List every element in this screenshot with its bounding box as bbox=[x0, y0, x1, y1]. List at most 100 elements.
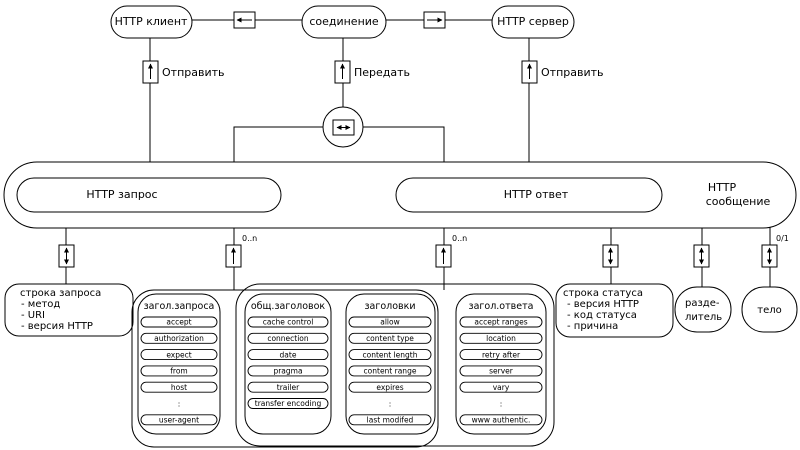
header-pill bbox=[348, 316, 432, 328]
connection-label: соединение bbox=[309, 15, 379, 28]
separator-bidir-box bbox=[693, 244, 710, 268]
header-pill bbox=[459, 365, 543, 377]
general-headers-group: общ.заголовок cache control connection dat… bbox=[244, 293, 332, 435]
http-request-label: HTTP запрос bbox=[86, 188, 157, 201]
header-pill bbox=[247, 398, 329, 409]
header-pill-label: allow bbox=[380, 318, 400, 327]
request-headers-pills: acceptauthorizationexpectfromhost:user-a… bbox=[140, 316, 218, 426]
request-headers-arrow-box bbox=[225, 244, 242, 268]
header-pill-label: transfer encoding bbox=[255, 399, 322, 408]
http-client-label: HTTP клиент bbox=[115, 15, 188, 28]
send-right-arrow-box bbox=[521, 60, 538, 84]
http-message-label-line1: HTTP bbox=[708, 181, 737, 194]
status-line-node bbox=[555, 283, 674, 338]
request-headers-title: загол.запроса bbox=[144, 301, 215, 312]
transfer-bracket-right bbox=[359, 126, 445, 178]
header-pill bbox=[459, 381, 543, 393]
http-message-label-line2: сообщение bbox=[706, 195, 771, 208]
http-server-label: HTTP сервер bbox=[497, 15, 569, 28]
header-pill bbox=[140, 349, 218, 361]
header-pill bbox=[348, 365, 432, 377]
send-left-label: Отправить bbox=[162, 66, 225, 79]
http-server-node bbox=[491, 5, 575, 39]
header-pill-label: content range bbox=[364, 367, 417, 376]
header-pill-label: location bbox=[486, 334, 516, 343]
separator-label-line1: разде- bbox=[685, 298, 720, 309]
general-headers-pills: cache control connection date pragma trailer… bbox=[247, 316, 329, 409]
status-line-item: - версия HTTP bbox=[567, 299, 639, 310]
header-pill-label: host bbox=[171, 383, 187, 392]
http-client-node bbox=[110, 5, 193, 39]
header-pill bbox=[140, 365, 218, 377]
http-response-label: HTTP ответ bbox=[504, 188, 569, 201]
header-pill bbox=[348, 349, 432, 361]
send-left-arrow-box bbox=[142, 60, 159, 84]
header-pill-label: from bbox=[170, 367, 187, 376]
status-line-item: - код статуса bbox=[567, 310, 637, 321]
response-headers-title: загол.ответа bbox=[469, 301, 534, 312]
request-line-item: - версия HTTP bbox=[21, 321, 93, 332]
response-headers-arrow-box bbox=[435, 244, 452, 268]
transfer-bracket bbox=[233, 126, 327, 178]
header-pill-label: cache control bbox=[263, 318, 314, 327]
body-bidir-box bbox=[761, 244, 778, 268]
general-headers-title: общ.заголовок bbox=[251, 301, 326, 312]
response-headers-cardinality: 0..n bbox=[452, 234, 467, 243]
send-right-label: Отправить bbox=[541, 66, 604, 79]
header-pill-label: pragma bbox=[273, 367, 302, 376]
response-headers-group: загол.ответа accept ranges location retry … bbox=[455, 293, 547, 435]
request-line-title: строка запроса bbox=[20, 288, 101, 299]
request-headers-outline bbox=[131, 289, 439, 448]
header-groups: загол.запроса acceptauthorizationexpectf… bbox=[137, 293, 547, 435]
entity-headers-pills: allow content type content length content r… bbox=[348, 316, 432, 426]
connection-node bbox=[301, 5, 387, 39]
header-ellipsis: : bbox=[389, 400, 392, 409]
header-pill bbox=[247, 332, 329, 344]
header-pill bbox=[459, 349, 543, 361]
status-line-item: - причина bbox=[567, 321, 618, 332]
header-pill-label: content length bbox=[362, 350, 417, 359]
header-pill-label: retry after bbox=[482, 350, 521, 359]
body-node bbox=[741, 286, 798, 333]
request-headers-group: загол.запроса acceptauthorizationexpectf… bbox=[137, 293, 221, 435]
header-pill bbox=[140, 316, 218, 328]
header-pill bbox=[348, 332, 432, 344]
request-line-bidir-box bbox=[58, 244, 75, 268]
right-arrow-box bbox=[423, 11, 446, 29]
body-cardinality: 0/1 bbox=[776, 234, 789, 243]
header-pill bbox=[459, 316, 543, 328]
header-pill bbox=[247, 365, 329, 377]
header-pill bbox=[247, 381, 329, 393]
header-pill-label: connection bbox=[267, 334, 309, 343]
transfer-label: Передать bbox=[354, 66, 410, 79]
header-pill-label: accept ranges bbox=[474, 318, 527, 327]
header-pill-label: expect bbox=[166, 350, 191, 359]
entity-headers-card bbox=[345, 293, 436, 435]
response-headers-card bbox=[455, 293, 547, 435]
header-ellipsis: : bbox=[178, 400, 181, 409]
separator-label-line2: литель bbox=[685, 312, 722, 323]
header-pill-label: content type bbox=[366, 334, 414, 343]
header-pill-label: www authentic. bbox=[472, 416, 531, 425]
header-pill bbox=[140, 414, 218, 426]
transfer-arrow-box bbox=[334, 60, 351, 84]
header-pill bbox=[140, 381, 218, 393]
request-headers-cardinality: 0..n bbox=[242, 234, 257, 243]
header-pill-label: date bbox=[280, 350, 297, 359]
header-pill bbox=[459, 332, 543, 344]
bidirectional-circle-icon bbox=[322, 106, 364, 148]
body-label: тело bbox=[757, 305, 782, 316]
request-line-item: - URI bbox=[21, 310, 45, 321]
status-line-bidir-box bbox=[602, 244, 619, 268]
http-response-node bbox=[395, 177, 663, 213]
header-pill-label: accept bbox=[166, 318, 191, 327]
header-pill bbox=[247, 316, 329, 328]
header-pill bbox=[348, 381, 432, 393]
status-line-title: строка статуса bbox=[563, 288, 643, 299]
header-pill bbox=[247, 349, 329, 361]
header-pill-label: trailer bbox=[277, 383, 300, 392]
header-ellipsis: : bbox=[500, 400, 503, 409]
